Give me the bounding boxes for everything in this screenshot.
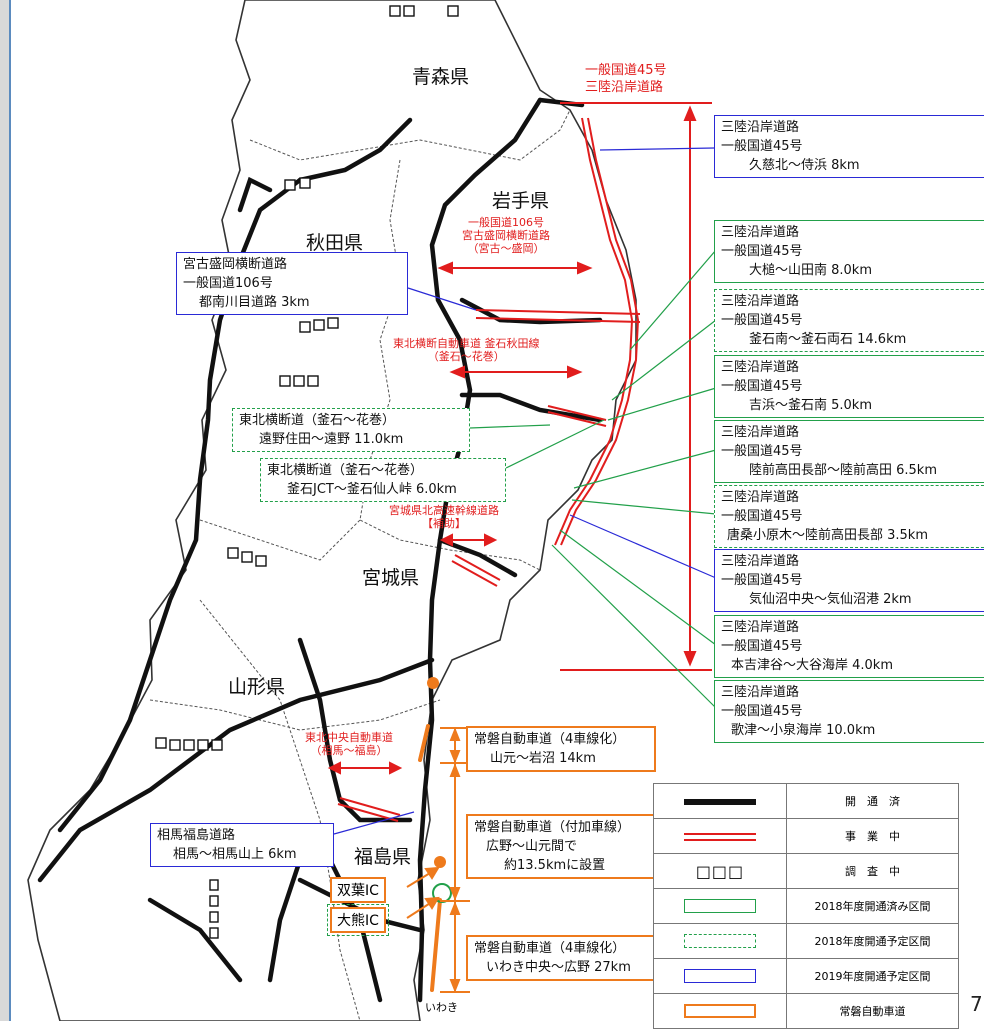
label-akita-line: 東北横断自動車道 釜石秋田線（釜石～花巻） bbox=[393, 337, 540, 363]
legend-label: 2018年度開通予定区間 bbox=[786, 923, 959, 959]
legend-swatch-joban bbox=[684, 1004, 756, 1018]
callout-soma: 相馬福島道路相馬～相馬山上 6km bbox=[150, 823, 334, 867]
callout-joban-lane: 常磐自動車道（付加車線）広野～山元間で約13.5kmに設置 bbox=[466, 814, 656, 879]
pref-akita: 秋田県 bbox=[306, 232, 364, 254]
pref-aomori: 青森県 bbox=[412, 66, 470, 88]
legend-label: 調 査 中 bbox=[786, 853, 959, 889]
callout-kamaishi-jct: 東北横断道（釜石～花巻）釜石JCT～釜石仙人峠 6.0km bbox=[260, 458, 506, 502]
legend-label: 事 業 中 bbox=[786, 818, 959, 854]
ic-okuma: 大熊IC bbox=[327, 904, 389, 936]
junction-dot bbox=[427, 677, 439, 689]
callout-yoshihama: 三陸沿岸道路一般国道45号吉浜～釜石南 5.0km bbox=[714, 355, 984, 418]
callout-miyako: 宮古盛岡横断道路一般国道106号都南川目道路 3km bbox=[176, 252, 408, 315]
legend-label: 開 通 済 bbox=[786, 783, 959, 819]
joban-orange bbox=[418, 724, 442, 992]
callout-kuji: 三陸沿岸道路一般国道45号久慈北～侍浜 8km bbox=[714, 115, 984, 178]
callout-otsuchi: 三陸沿岸道路一般国道45号大槌～山田南 8.0km bbox=[714, 220, 984, 283]
pref-fukushima: 福島県 bbox=[354, 846, 412, 868]
callout-motoyoshi: 三陸沿岸道路一般国道45号本吉津谷～大谷海岸 4.0km bbox=[714, 615, 984, 678]
orange-arrows bbox=[406, 727, 470, 993]
legend-swatch-planned-2018 bbox=[684, 934, 756, 948]
pref-yamagata: 山形県 bbox=[228, 676, 286, 698]
label-route45: 一般国道45号三陸沿岸道路 bbox=[585, 63, 667, 95]
legend-swatch-open bbox=[684, 798, 756, 805]
callout-rikuzentakata: 三陸沿岸道路一般国道45号陸前高田長部～陸前高田 6.5km bbox=[714, 420, 984, 483]
label-route106: 一般国道106号宮古盛岡横断道路（宮古～盛岡） bbox=[462, 216, 550, 255]
legend-swatch-planned-2019 bbox=[684, 969, 756, 983]
pref-iwate: 岩手県 bbox=[492, 190, 550, 212]
page-number: 7 bbox=[970, 992, 983, 1016]
legend-swatch-survey: □□□ bbox=[695, 861, 745, 881]
callout-utatsu: 三陸沿岸道路一般国道45号歌津～小泉海岸 10.0km bbox=[714, 680, 984, 743]
callout-joban-yamamoto: 常磐自動車道（4車線化）山元～岩沼 14km bbox=[466, 726, 656, 772]
legend-row-planned-2018: 2018年度開通予定区間 bbox=[653, 923, 959, 959]
legend-row-opened-2018: 2018年度開通済み区間 bbox=[653, 888, 959, 924]
callout-tono: 東北横断道（釜石～花巻）遠野住田～遠野 11.0km bbox=[232, 408, 470, 452]
legend-swatch-opened-2018 bbox=[684, 899, 756, 913]
legend-label: 2018年度開通済み区間 bbox=[786, 888, 959, 924]
callout-kamaishi-ryoishi: 三陸沿岸道路一般国道45号釜石南～釜石両石 14.6km bbox=[714, 289, 984, 352]
futaba-ic-dot bbox=[434, 856, 446, 868]
legend-label: 常磐自動車道 bbox=[786, 993, 959, 1029]
legend-row-joban: 常磐自動車道 bbox=[653, 993, 959, 1029]
red-arrows bbox=[327, 102, 712, 775]
legend-label: 2019年度開通予定区間 bbox=[786, 958, 959, 994]
label-tohoku-chuo: 東北中央自動車道（相馬～福島） bbox=[305, 731, 393, 757]
callout-kesennuma: 三陸沿岸道路一般国道45号気仙沼中央～気仙沼港 2km bbox=[714, 549, 984, 612]
ic-iwaki: いわき bbox=[425, 1001, 458, 1014]
callout-karakuwa: 三陸沿岸道路一般国道45号唐桑小原木～陸前高田長部 3.5km bbox=[714, 485, 984, 548]
legend-row-construction: 事 業 中 bbox=[653, 818, 959, 854]
legend: 開 通 済 事 業 中 □□□ 調 査 中 2018年度開通済み区間 2018年度… bbox=[653, 783, 959, 1029]
label-miyagi-north: 宮城県北高速幹線道路【補助】 bbox=[389, 504, 499, 530]
legend-row-planned-2019: 2019年度開通予定区間 bbox=[653, 958, 959, 994]
left-strip bbox=[0, 0, 10, 1021]
legend-row-survey: □□□ 調 査 中 bbox=[653, 853, 959, 889]
legend-swatch-construction bbox=[684, 832, 756, 841]
ic-futaba: 双葉IC bbox=[330, 877, 386, 903]
legend-row-open: 開 通 済 bbox=[653, 783, 959, 819]
roads-investigation bbox=[155, 5, 459, 939]
leader-lines bbox=[333, 147, 717, 835]
callout-joban-iwaki: 常磐自動車道（4車線化）いわき中央～広野 27km bbox=[466, 935, 662, 981]
pref-miyagi: 宮城県 bbox=[362, 567, 420, 589]
